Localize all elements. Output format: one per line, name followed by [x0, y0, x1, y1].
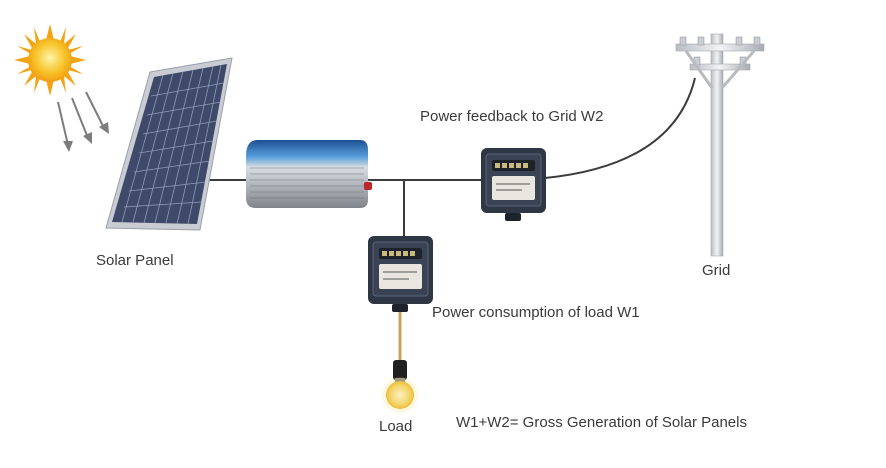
- solar-panel-label: Solar Panel: [96, 252, 174, 269]
- meter-w1-icon: [368, 236, 433, 312]
- inverter-icon: [246, 140, 372, 208]
- wiring: [200, 77, 696, 362]
- equation-label: W1+W2= Gross Generation of Solar Panels: [456, 414, 747, 431]
- light-bulb-icon: [382, 360, 418, 413]
- sunlight-arrows-icon: [57, 91, 109, 152]
- meter-to-grid-wire: [544, 77, 696, 179]
- sun-icon: [14, 24, 86, 96]
- meter-w2-icon: [481, 148, 546, 221]
- solar-panel-icon: [105, 57, 233, 231]
- utility-pole-icon: [675, 33, 765, 257]
- grid-label: Grid: [702, 262, 731, 279]
- meter-w2-label: Power feedback to Grid W2: [420, 108, 604, 125]
- meter-w1-label: Power consumption of load W1: [432, 304, 640, 321]
- load-label: Load: [379, 418, 413, 435]
